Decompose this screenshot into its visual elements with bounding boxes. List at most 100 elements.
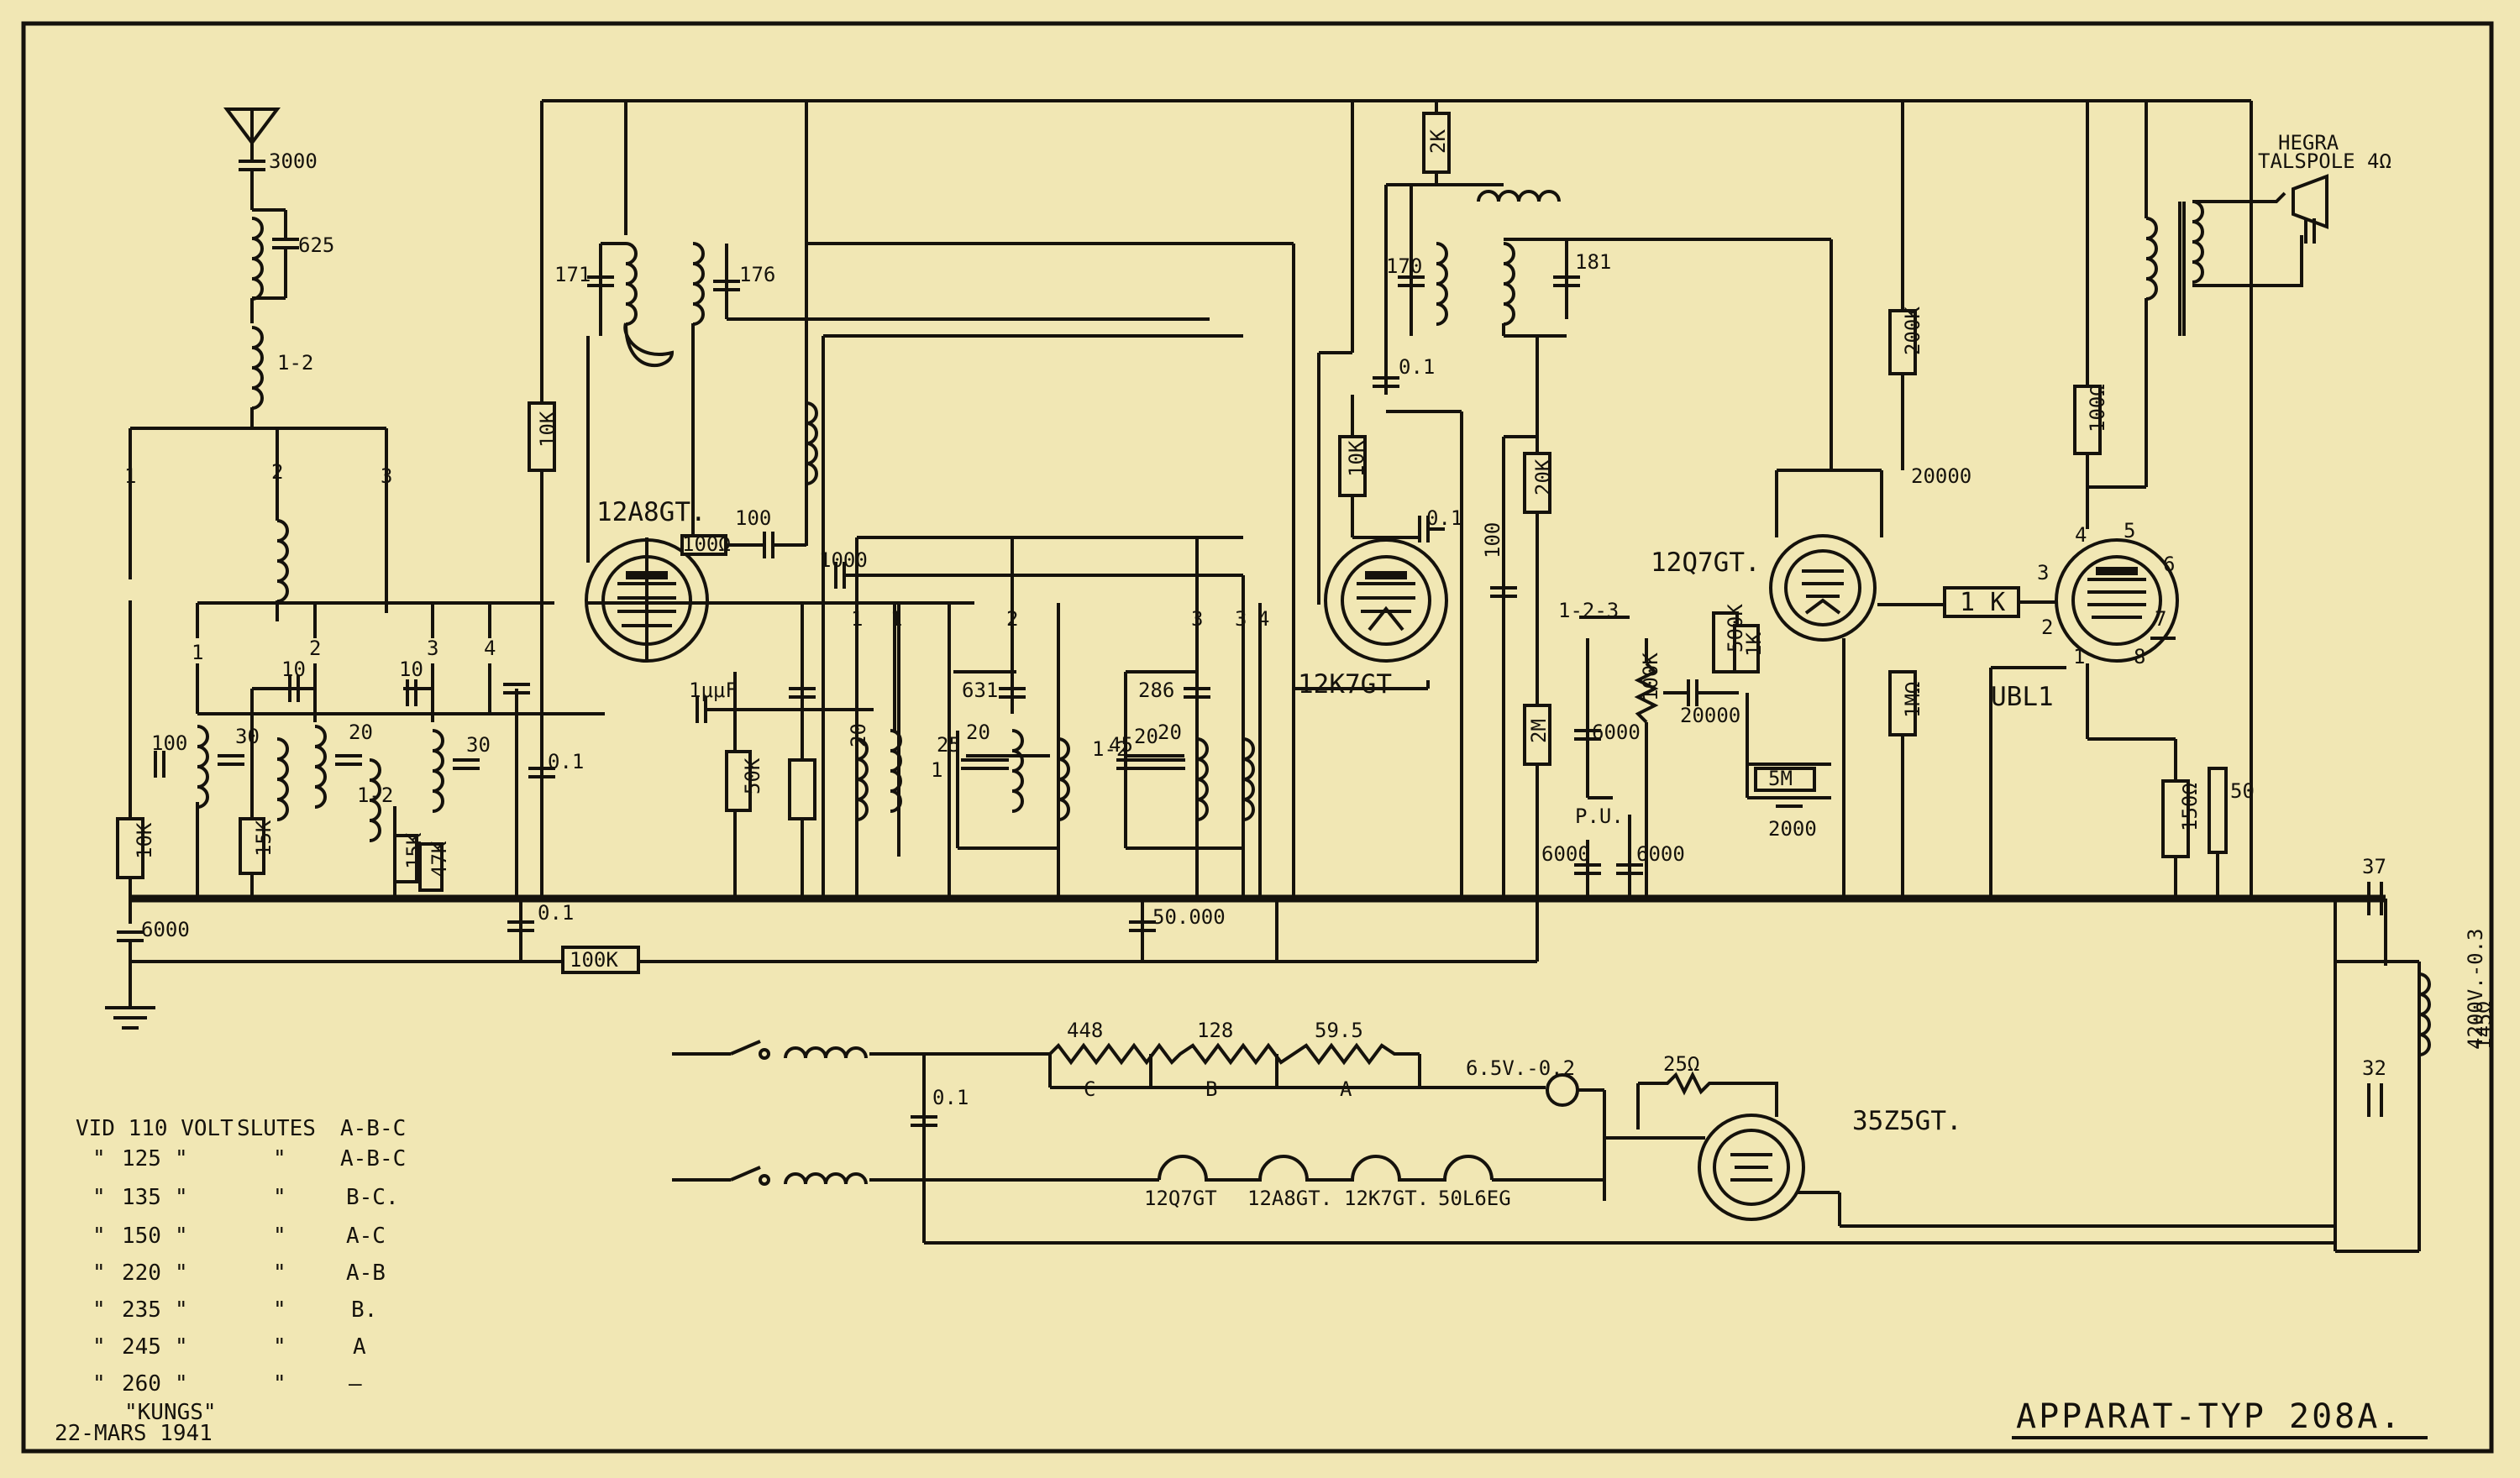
label-pin5: 5 (2124, 519, 2135, 542)
label-p2b: 2 (309, 637, 321, 660)
table-row-2-t: B-C. (346, 1185, 399, 1210)
brand-label: "KUNGS" (124, 1400, 217, 1425)
band-switch-left (154, 601, 605, 899)
table-header-col2: SLUTES (237, 1116, 316, 1141)
label-r128: 128 (1197, 1019, 1233, 1042)
label-c10a: 10 (281, 658, 306, 681)
label-sw12: 1-2 (277, 351, 313, 375)
label-pot100k: 100K (1639, 653, 1662, 701)
table-row-3-q2: " (175, 1224, 188, 1249)
label-c25: 25 (937, 733, 961, 757)
label-p1b: 1 (192, 641, 203, 664)
label-c30a: 30 (235, 725, 260, 748)
label-c20d: 20 (1134, 725, 1158, 748)
label-r200k: 200K (1901, 307, 1924, 355)
label-pu: P.U. (1575, 805, 1624, 828)
label-p2: 2 (271, 460, 283, 484)
heater-label-3: 12K7GT. (1344, 1187, 1429, 1210)
label-r20k: 20K (1531, 459, 1555, 495)
table-row-4-t: A-B (346, 1260, 386, 1286)
band-switch-middle (834, 536, 1262, 899)
tube-12a8gt (528, 99, 2251, 899)
label-c6000d: 6000 (1636, 842, 1685, 866)
label-pin6: 6 (2163, 553, 2175, 576)
label-r10k: 10K (133, 822, 156, 859)
table-row-3-q1: " (92, 1224, 106, 1249)
label-c01e: 0.1 (932, 1086, 969, 1109)
label-c20e: 20 (1158, 721, 1182, 744)
drawing-title: APPARAT-TYP 208A. (2016, 1397, 2402, 1436)
tube-ubl1-label: UBL1 (1991, 682, 2054, 712)
label-c20000: 20000 (1680, 704, 1740, 727)
label-r15k2: 15K (402, 832, 426, 869)
label-c20c: 20 (966, 721, 990, 744)
label-r47k: 47K (428, 841, 451, 878)
label-c10b: 10 (399, 658, 423, 681)
speaker-label-1: HEGRA (2278, 131, 2339, 155)
table-row-1-q2: " (175, 1146, 188, 1171)
table-row-4-v: 220 (122, 1260, 161, 1286)
label-r1k2: 1 K (1960, 588, 2005, 617)
label-c625: 625 (298, 233, 334, 257)
label-c6000: 6000 (141, 918, 190, 941)
date-label: 22-MARS 1941 (55, 1421, 213, 1446)
label-tB: B (1205, 1077, 1217, 1101)
table-row-1-q1: " (92, 1146, 106, 1171)
label-p3b: 3 (427, 637, 438, 660)
label-c170: 170 (1386, 254, 1422, 278)
label-c50000: 50.000 (1152, 905, 1226, 929)
label-r100ohm: 100Ω (682, 532, 731, 556)
label-c631: 631 (962, 679, 998, 702)
label-b3: 3 (1191, 607, 1203, 631)
table-row-1-t: A-B-C (340, 1146, 406, 1171)
table-row-2-q2: " (175, 1185, 188, 1210)
label-c37: 37 (2362, 855, 2386, 878)
label-b1c: 1 (931, 758, 942, 782)
label-pin2: 2 (2041, 616, 2053, 639)
table-row-5-q3: " (273, 1297, 286, 1323)
table-row-7-t: — (349, 1371, 362, 1397)
label-r595: 59.5 (1315, 1019, 1363, 1042)
label-c3000: 3000 (269, 149, 318, 173)
label-b2: 2 (1006, 607, 1018, 631)
table-row-4-q2: " (175, 1260, 188, 1286)
label-pin1: 1 (2073, 645, 2085, 668)
mains-section (672, 1040, 2335, 1245)
title-block: APPARAT-TYP 208A. (2012, 1397, 2428, 1439)
label-sw123: 1-2-3 (1558, 599, 1619, 622)
label-c30b: 30 (466, 733, 491, 757)
label-r150: 150Ω (2178, 783, 2202, 831)
label-choke2: 145Ω (2472, 1001, 2496, 1050)
label-c171: 171 (554, 263, 591, 286)
label-c1000: 1000 (819, 548, 868, 572)
detector-stage (1488, 238, 1949, 962)
table-row-6-q3: " (273, 1334, 286, 1360)
voltage-table: VID 110 VOLT SLUTES A-B-C " 125 " " A-B-… (55, 1116, 406, 1446)
label-c6000c: 6000 (1541, 842, 1590, 866)
label-c01d: 0.1 (1426, 506, 1462, 530)
label-c20b: 20 (847, 723, 870, 747)
label-tC: C (1084, 1077, 1095, 1101)
label-r500k: 500K (1724, 604, 1747, 653)
label-c50: 50 (2230, 779, 2255, 803)
label-pin8: 8 (2134, 645, 2145, 668)
label-pin3: 3 (2037, 561, 2049, 584)
table-row-5-q2: " (175, 1297, 188, 1323)
tube-12q7gt-label: 12Q7GT. (1651, 548, 1761, 578)
power-filter (2334, 882, 2431, 1253)
label-r50k: 50K (741, 757, 764, 794)
table-row-7-q2: " (175, 1371, 188, 1397)
table-row-5-t: B. (351, 1297, 377, 1323)
label-c12b: 1-2 (1092, 737, 1128, 761)
table-row-6-q1: " (92, 1334, 106, 1360)
component-labels: 3000 625 1-2 1 2 3 1 2 3 4 100 10 10 30 … (124, 129, 2496, 1210)
table-row-3-q3: " (273, 1224, 286, 1249)
table-row-6-v: 245 (122, 1334, 161, 1360)
label-b3b: 3 (1235, 607, 1247, 631)
label-c181: 181 (1575, 250, 1611, 274)
table-row-2-q3: " (273, 1185, 286, 1210)
label-c2000: 2000 (1768, 817, 1817, 841)
label-r10k3: 10K (1345, 440, 1368, 477)
